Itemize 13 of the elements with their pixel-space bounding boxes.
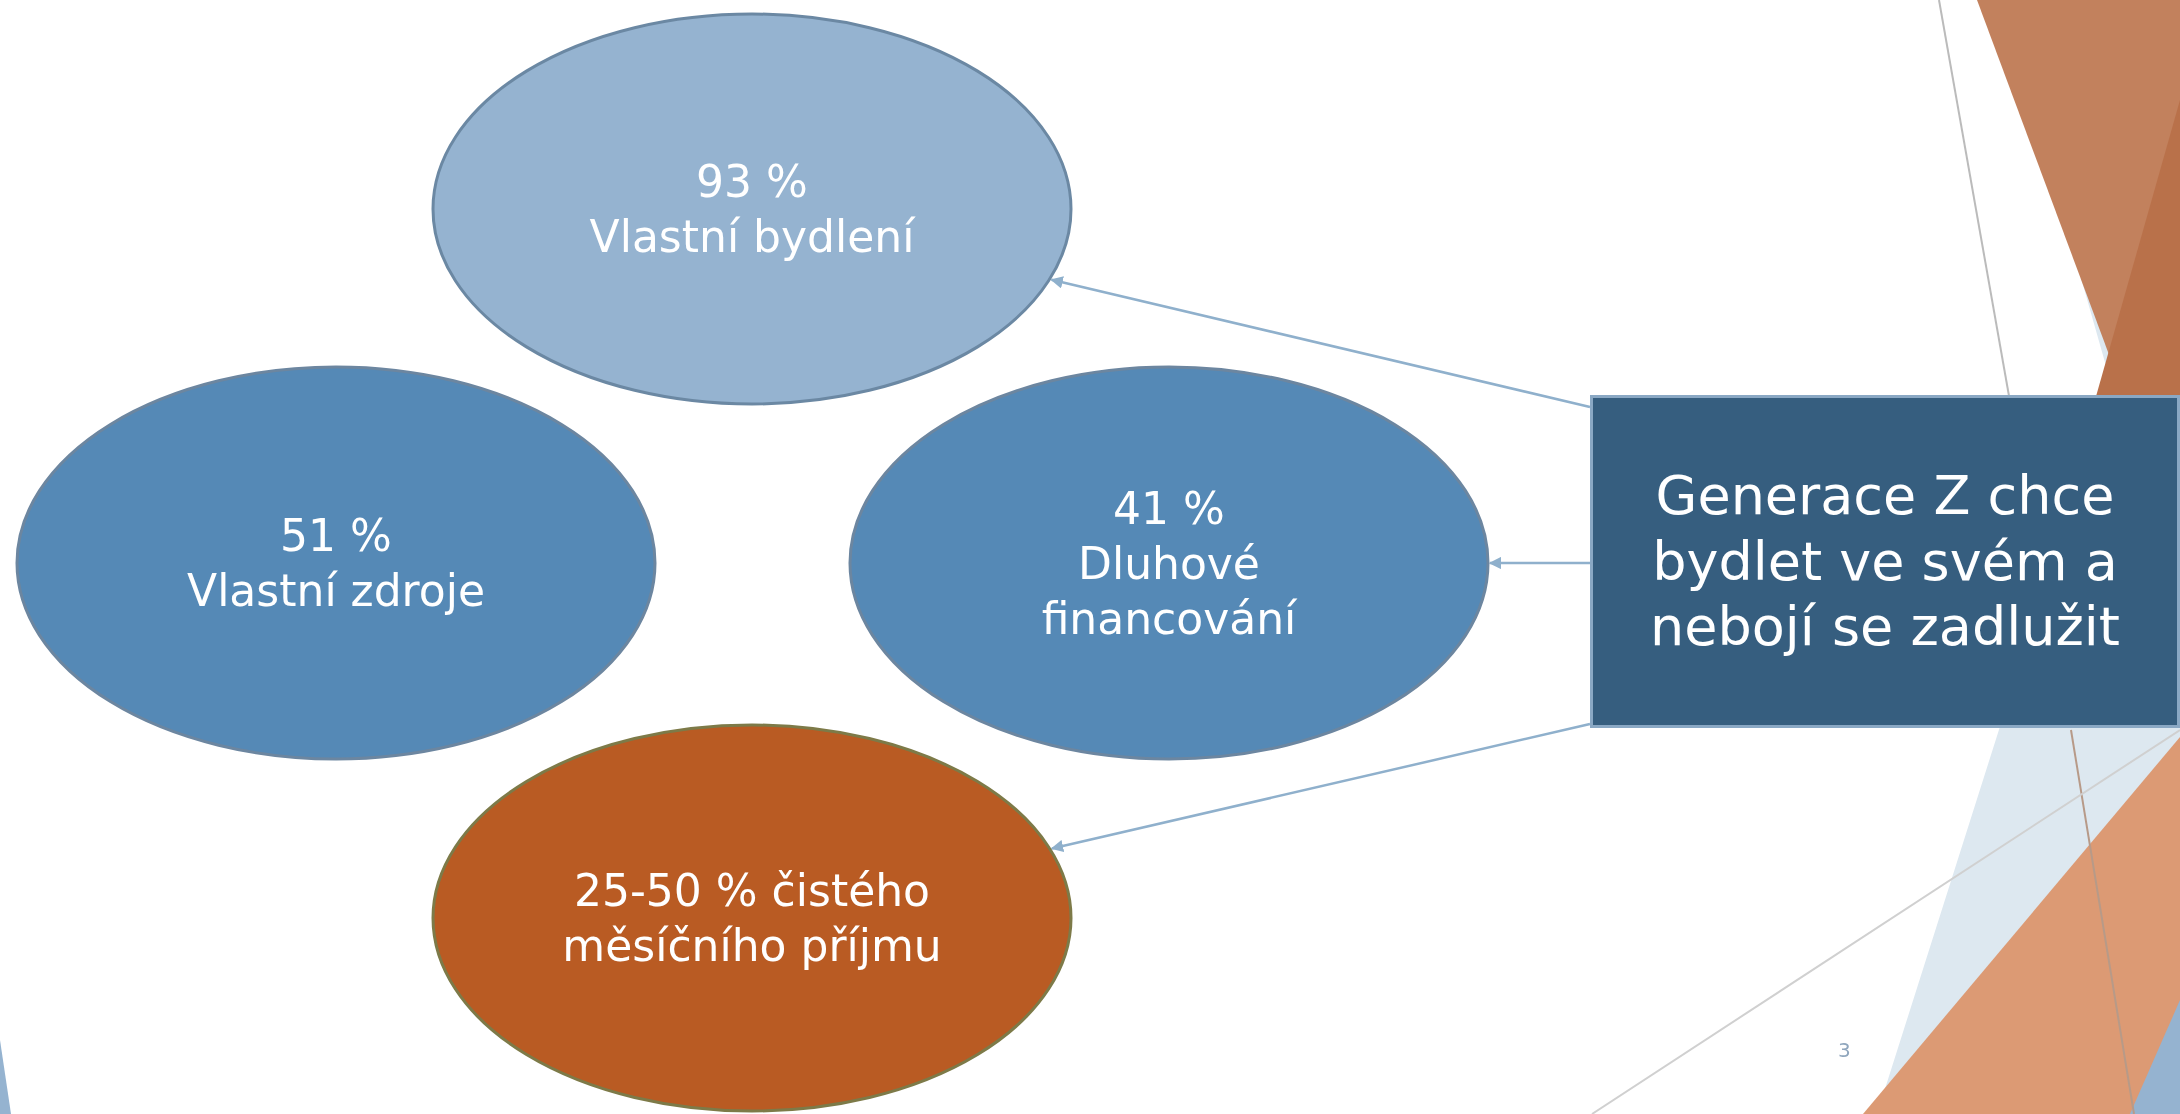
node-text: Dluhové financování: [1040, 536, 1298, 646]
text-box: [1590, 395, 2180, 728]
arrow: [1488, 556, 1590, 570]
node-text: Vlastní bydlení: [589, 210, 915, 264]
node-text: 51 %: [280, 509, 392, 563]
box-text: Generace Z chce bydlet ve svém a nebojí se zadlužit: [1649, 462, 2121, 661]
node-text: 93 %: [696, 155, 808, 209]
page-number: 3: [1838, 1038, 1851, 1062]
node-text: Vlastní zdroje: [187, 564, 485, 618]
arrow: [1050, 722, 1591, 853]
arrow: [1050, 276, 1591, 409]
node-text: 25-50 % čistého měsíčního příjmu: [561, 864, 943, 973]
node-text: 41 %: [1113, 481, 1225, 536]
